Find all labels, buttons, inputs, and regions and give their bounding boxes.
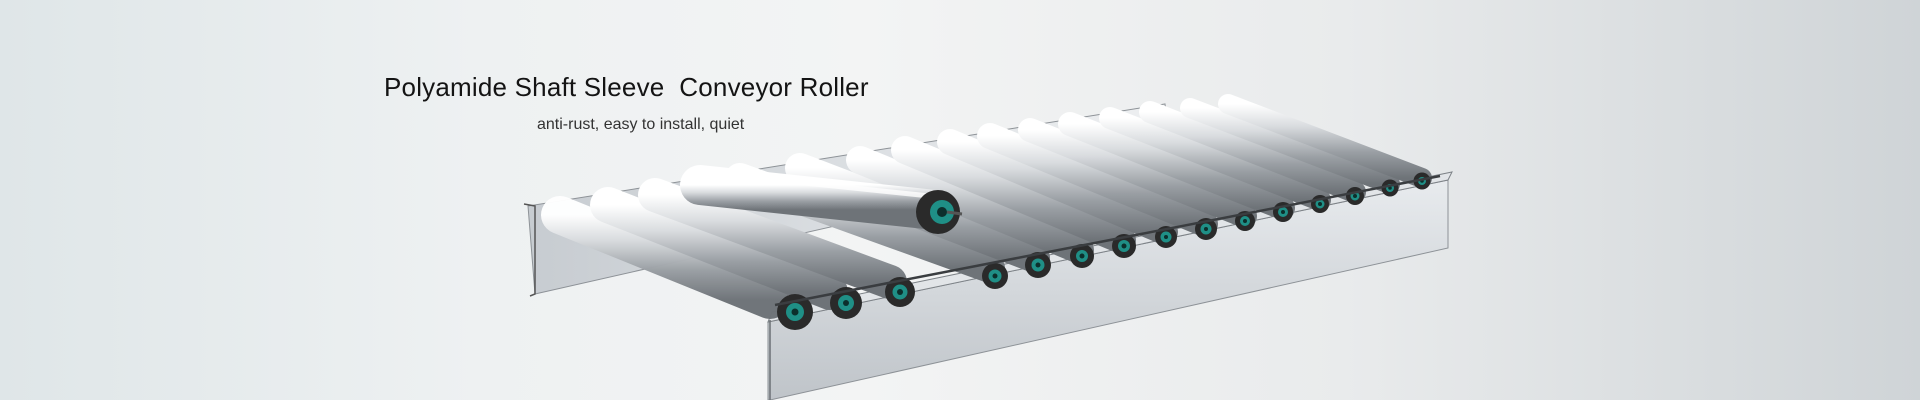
roller-end-caps — [777, 172, 1431, 330]
banner-title: Polyamide Shaft Sleeve Conveyor Roller — [384, 72, 869, 102]
banner-subtitle: anti-rust, easy to install, quiet — [537, 116, 745, 133]
axle-rod — [774, 174, 1441, 307]
lifted-roller — [680, 165, 963, 234]
